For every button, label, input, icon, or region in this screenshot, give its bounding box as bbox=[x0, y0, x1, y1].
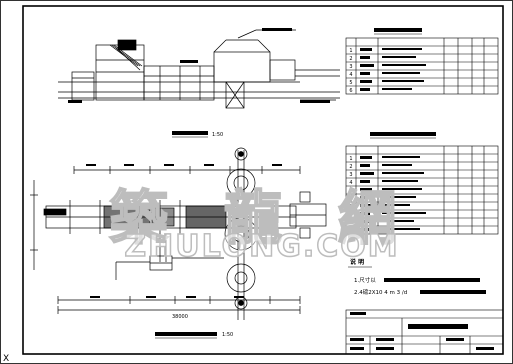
table-row-index: 4 bbox=[349, 72, 352, 78]
plan-total-dimension: 38000 bbox=[172, 314, 188, 320]
table-row-index: 9 bbox=[349, 220, 352, 226]
plan-dim-text bbox=[86, 164, 282, 298]
section-view bbox=[58, 29, 340, 109]
table-row-index: 7 bbox=[349, 204, 352, 210]
notes-block: 说 明 1.尺寸以 2.4磅2X10 4 m 3 /d bbox=[348, 258, 486, 296]
corner-mark: X bbox=[3, 354, 9, 364]
table-row-index: 6 bbox=[349, 88, 352, 94]
table-row-index: 3 bbox=[349, 64, 352, 70]
table1-index-column: 1 2 3 4 5 6 bbox=[349, 48, 352, 94]
title-block-text bbox=[350, 312, 494, 350]
table-row-index: 1 bbox=[349, 156, 352, 162]
equipment-table-1: 1 2 3 4 5 6 bbox=[345, 28, 499, 95]
section-tags bbox=[68, 28, 330, 103]
table-row-index: 2 bbox=[349, 164, 352, 170]
plan-title: 1:50 bbox=[155, 332, 233, 339]
table-row-index: 3 bbox=[349, 172, 352, 178]
notes-line-2: 2.4磅2X10 4 m 3 /d bbox=[354, 288, 407, 296]
table-row-index: 6 bbox=[349, 196, 352, 202]
table-row-index: 5 bbox=[349, 80, 352, 86]
notes-line-1: 1.尺寸以 bbox=[354, 276, 376, 284]
title-block bbox=[345, 309, 504, 355]
watermark-url: ZHULONG.COM bbox=[124, 229, 399, 264]
plan-scale: 1:50 bbox=[222, 332, 233, 338]
notes-heading: 说 明 bbox=[350, 258, 364, 266]
watermark-chinese: 築 龍 網 bbox=[110, 184, 414, 252]
equipment-table-2: 1 2 3 4 5 6 7 8 9 10 bbox=[345, 132, 499, 235]
plan-view bbox=[30, 147, 327, 320]
inner-border bbox=[22, 5, 504, 355]
table-row-index: 10 bbox=[348, 228, 354, 234]
table-row-index: 5 bbox=[349, 188, 352, 194]
table-row-index: 1 bbox=[349, 48, 352, 54]
section-title: 1:50 bbox=[172, 131, 223, 138]
table-row-index: 4 bbox=[349, 180, 352, 186]
table2-index-column: 1 2 3 4 5 6 7 8 9 10 bbox=[348, 156, 354, 234]
table-row-index: 8 bbox=[349, 212, 352, 218]
table-row-index: 2 bbox=[349, 56, 352, 62]
section-scale: 1:50 bbox=[212, 132, 223, 138]
